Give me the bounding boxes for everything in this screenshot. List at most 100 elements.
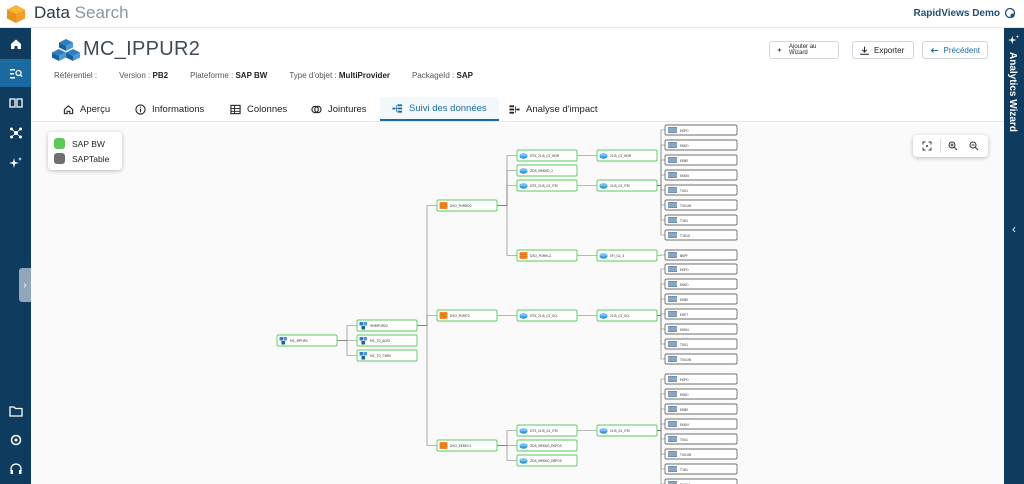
datasource-icon [519, 443, 528, 449]
legend-item-sap-bw: SAP BW [54, 136, 116, 151]
table-label: EKPO [680, 378, 689, 382]
user-name[interactable]: RapidViews Demo [913, 8, 1000, 19]
table-node[interactable]: EKKN [664, 323, 738, 335]
table-node[interactable]: T001W [664, 199, 738, 211]
table-node[interactable]: T001 [664, 338, 738, 350]
table-node[interactable]: EKPO [664, 263, 738, 275]
graph-node[interactable]: DSO_EKBEC2 [436, 439, 498, 452]
table-node[interactable]: T001W [664, 448, 738, 460]
nav-network[interactable] [0, 119, 31, 147]
datasource-icon [599, 428, 608, 434]
nav-support[interactable] [0, 455, 31, 483]
graph-node[interactable]: 0FI_GL_4 [596, 249, 658, 262]
table-node[interactable]: EKKO [664, 139, 738, 151]
fit-view-button[interactable] [919, 138, 935, 154]
tab-colonnes[interactable]: Colonnes [230, 97, 287, 121]
nav-catalog[interactable] [0, 89, 31, 117]
graph-node[interactable]: ZDS_MEKKO_EKPOS [516, 439, 578, 452]
table-node[interactable]: EKKO [664, 388, 738, 400]
book-icon [8, 98, 23, 108]
table-node[interactable]: EKKN [664, 418, 738, 430]
nav-wizard[interactable] [0, 149, 31, 177]
table-node[interactable]: BKPF [664, 249, 738, 261]
table-node[interactable]: T161S [664, 478, 738, 484]
table-node[interactable]: EKKN [664, 169, 738, 181]
table-icon [668, 296, 677, 302]
node-label: 0FI_GL_4 [610, 254, 624, 258]
table-node[interactable]: T001 [664, 184, 738, 196]
graph-node[interactable]: DTS_2LIS_02_ITM [516, 179, 578, 192]
table-node[interactable]: EKET [664, 308, 738, 320]
meta-platform: Plateforme : SAP BW [190, 71, 267, 80]
home-icon [63, 104, 74, 114]
tab-label: Suivi des données [409, 102, 487, 114]
table-label: EKKO [680, 393, 689, 397]
graph-node[interactable]: ZDS_MEKKO_2 [516, 164, 578, 177]
collapse-wizard-button[interactable]: ‹ [1012, 222, 1016, 236]
node-label: MC_T0_ADSI [370, 339, 390, 343]
add-to-wizard-button[interactable]: Ajouter au Wizard [769, 41, 839, 59]
nav-settings[interactable] [0, 426, 31, 454]
graph-node[interactable]: 2LIS_02_SCL [596, 309, 658, 322]
nav-data-search[interactable] [0, 59, 31, 87]
graph-node[interactable]: DTS_2LIS_02_SCL [516, 309, 578, 322]
graph-node[interactable]: 2LIS_02_ITM [596, 424, 658, 437]
tab-informations[interactable]: Informations [135, 97, 204, 121]
graph-node[interactable]: ZDS_MEKKO_EBPOS [516, 454, 578, 467]
graph-node[interactable]: DSO_PURIT2 [436, 309, 498, 322]
graph-node[interactable]: DTS_2LIS_02_ITM [516, 424, 578, 437]
table-node[interactable]: T161 [664, 214, 738, 226]
zoom-in-icon [948, 141, 958, 151]
zoom-in-button[interactable] [945, 138, 961, 154]
meta-version-value: PB2 [152, 71, 169, 80]
table-icon [668, 451, 677, 457]
graph-node[interactable]: DTS_2LIS_02_HDR [516, 149, 578, 162]
graph-node[interactable]: MC_T0_T36M [356, 349, 418, 362]
graph-node[interactable]: 0MMPUR02 [356, 319, 418, 332]
tab-apercu[interactable]: Aperçu [63, 97, 110, 121]
back-button[interactable]: Précédent [922, 41, 988, 59]
analytics-wizard-panel[interactable]: Analytics Wizard ‹ [1004, 28, 1024, 484]
tab-analyse-impact[interactable]: Analyse d'impact [509, 97, 598, 121]
nav-folder[interactable] [0, 397, 31, 425]
node-label: DTS_2LIS_02_ITM [530, 429, 558, 433]
table-node[interactable]: EKPO [664, 124, 738, 136]
graph-node[interactable]: MC_T0_ADSI [356, 334, 418, 347]
table-label: T001W [679, 358, 692, 362]
table-node[interactable]: EKBE [664, 403, 738, 415]
table-node[interactable]: EKPO [664, 373, 738, 385]
tab-jointures[interactable]: Jointures [311, 97, 367, 121]
table-node[interactable]: T161S [664, 229, 738, 241]
node-label: ZDS_MEKKO_EBPOS [530, 459, 562, 463]
dso-icon [439, 312, 448, 319]
table-node[interactable]: T161 [664, 463, 738, 475]
table-node[interactable]: EKBE [664, 154, 738, 166]
zoom-out-button[interactable] [966, 138, 982, 154]
node-label: MC_T0_T36M [370, 354, 391, 358]
table-node[interactable]: EKBE [664, 293, 738, 305]
export-button[interactable]: Exporter [852, 41, 914, 59]
table-node[interactable]: T001 [664, 433, 738, 445]
graph-node[interactable]: 2LIS_02_HDR [596, 149, 658, 162]
datasource-icon [519, 458, 528, 464]
table-node[interactable]: EKKO [664, 278, 738, 290]
table-icon [668, 187, 677, 193]
node-label: 0MMPUR02 [370, 324, 388, 328]
nav-home[interactable] [0, 30, 31, 58]
tab-suivi-des-donnees[interactable]: Suivi des données [380, 97, 499, 121]
graph-node[interactable]: DSO_PURRD2 [436, 199, 498, 212]
meta-package-value: SAP [456, 71, 473, 80]
user-settings-icon[interactable] [1004, 7, 1016, 19]
table-node[interactable]: T001W [664, 353, 738, 365]
meta-platform-label: Plateforme : [190, 71, 234, 80]
graph-node[interactable]: MC_IPPUR2 [276, 334, 338, 347]
graph-node[interactable]: DSO_PURHL2 [516, 249, 578, 262]
expand-sidebar-button[interactable]: › [19, 268, 31, 302]
back-label: Précédent [943, 45, 980, 55]
impact-icon [509, 104, 520, 114]
table-icon [668, 326, 677, 332]
graph-node[interactable]: 2LIS_02_ITM [596, 179, 658, 192]
